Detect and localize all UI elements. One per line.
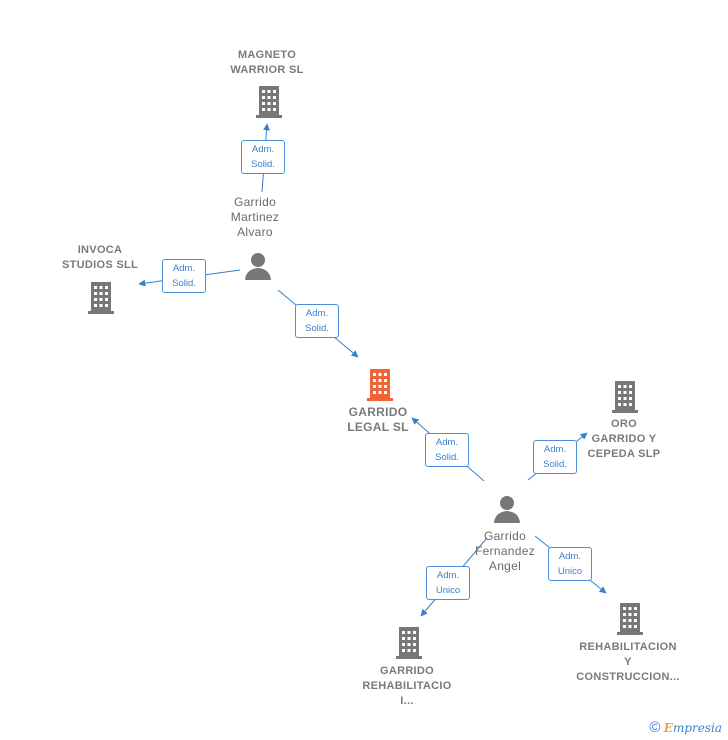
building-icon-oro[interactable]	[610, 379, 640, 413]
building-icon-garrido-legal[interactable]	[365, 367, 395, 401]
person-icon-martinez[interactable]	[243, 251, 273, 281]
company-label-oro[interactable]: ORO GARRIDO Y CEPEDA SLP	[587, 418, 661, 460]
brand-rest: mpresia	[672, 721, 722, 735]
building-icon-rehab-construccion[interactable]	[615, 601, 645, 635]
empresia-logo[interactable]: © Empresia	[649, 719, 722, 736]
company-label-garrido-rehab[interactable]: GARRIDO REHABILITACIO I...	[362, 665, 452, 707]
company-label-garrido-legal[interactable]: GARRIDO LEGAL SL	[347, 405, 409, 434]
edge-badge-martinez-legal: Adm. Solid.	[295, 304, 339, 338]
person-icon-fernandez[interactable]	[492, 494, 522, 524]
edge-badge-fernandez-oro: Adm. Solid.	[533, 440, 577, 474]
edge-badge-fernandez-legal: Adm. Solid.	[425, 433, 469, 467]
brand-initial: E	[663, 721, 673, 735]
edge-badge-fernandez-garrido-rehab: Adm. Unico	[426, 566, 470, 600]
building-icon-magneto[interactable]	[254, 84, 284, 118]
company-label-rehab-construccion[interactable]: REHABILITACION Y CONSTRUCCION...	[576, 641, 680, 683]
person-label-martinez[interactable]: Garrido Martinez Alvaro	[230, 195, 280, 239]
building-icon-garrido-rehab[interactable]	[394, 625, 424, 659]
company-label-magneto[interactable]: MAGNETO WARRIOR SL	[230, 49, 304, 76]
company-label-invoca[interactable]: INVOCA STUDIOS SLL	[61, 244, 139, 271]
brand-name: Empresia	[664, 721, 722, 735]
copyright-icon: ©	[649, 719, 661, 736]
edge-badge-martinez-magneto: Adm. Solid.	[241, 140, 285, 174]
edge-badge-martinez-invoca: Adm. Solid.	[162, 259, 206, 293]
edge-badge-fernandez-rehab-construccion: Adm. Unico	[548, 547, 592, 581]
person-label-fernandez[interactable]: Garrido Fernandez Angel	[474, 529, 536, 573]
building-icon-invoca[interactable]	[86, 280, 116, 314]
